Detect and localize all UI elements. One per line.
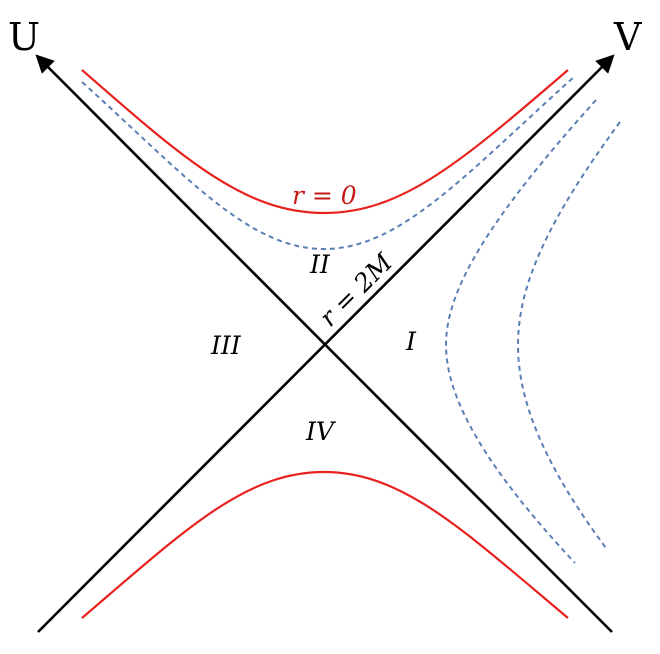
region-label-1: I	[405, 327, 417, 356]
future-singularity-curve	[81, 69, 569, 215]
constant-r-curve-interior	[81, 75, 576, 251]
region-label-3: III	[210, 331, 242, 360]
region-label-2: II	[309, 250, 331, 279]
singularity-label: r = 0	[292, 181, 357, 210]
past-singularity-curve	[81, 470, 569, 619]
v-axis-label: V	[613, 15, 642, 59]
u-axis-label: U	[8, 15, 40, 59]
constant-r-curve-exterior-far	[516, 121, 621, 549]
constant-r-curve-exterior-near	[444, 99, 597, 564]
region-label-4: IV	[305, 417, 337, 446]
v-axis-line	[37, 54, 615, 633]
